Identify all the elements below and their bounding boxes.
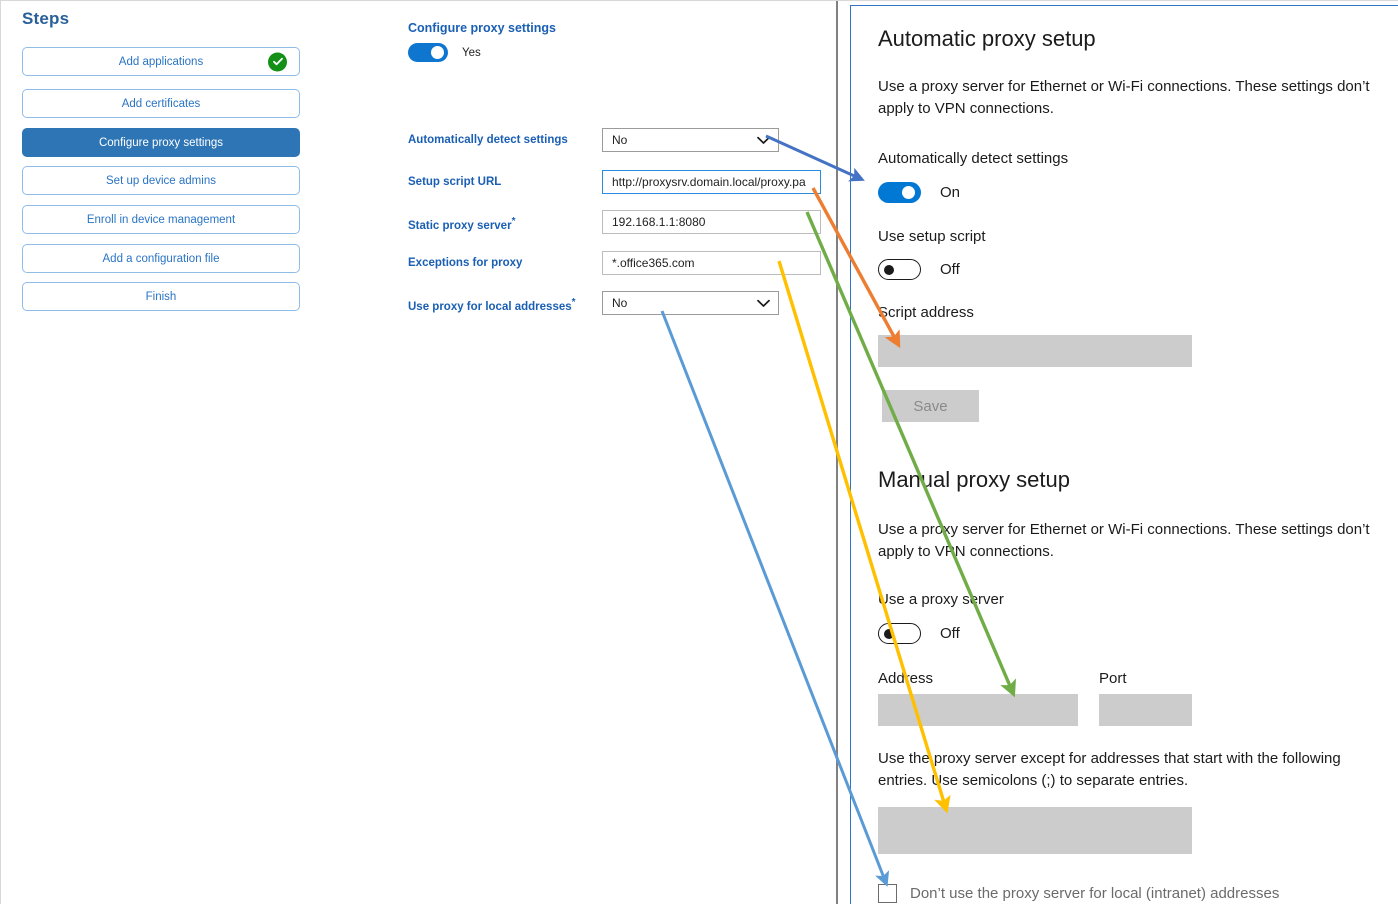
chevron-down-icon bbox=[757, 136, 770, 145]
step-label: Add certificates bbox=[121, 97, 201, 110]
automatic-proxy-setup-heading: Automatic proxy setup bbox=[878, 26, 1096, 51]
toggle-switch-off[interactable] bbox=[878, 623, 921, 644]
toggle-value-label: Yes bbox=[462, 46, 481, 59]
automatic-proxy-setup-description: Use a proxy server for Ethernet or Wi-Fi… bbox=[878, 78, 1370, 117]
step-item-add-a-configuration-file[interactable]: Add a configuration file bbox=[22, 244, 300, 273]
step-label: Set up device admins bbox=[106, 174, 216, 187]
use-a-proxy-server-toggle[interactable]: Off bbox=[878, 623, 960, 644]
input-value: http://proxysrv.domain.local/proxy.pa bbox=[612, 175, 806, 189]
input-value: 192.168.1.1:8080 bbox=[612, 215, 706, 229]
select-use-proxy-for-local-addresses[interactable]: No bbox=[602, 291, 779, 315]
use-setup-script-label: Use setup script bbox=[878, 228, 986, 245]
configure-proxy-settings-toggle[interactable]: Yes bbox=[408, 43, 481, 62]
save-button[interactable]: Save bbox=[882, 390, 979, 422]
step-item-add-applications[interactable]: Add applications bbox=[22, 47, 300, 76]
toggle-switch-off[interactable] bbox=[878, 259, 921, 280]
exceptions-input[interactable] bbox=[878, 807, 1192, 854]
step-item-add-certificates[interactable]: Add certificates bbox=[22, 89, 300, 118]
steps-panel: Steps Add applications Add certificates … bbox=[1, 1, 341, 904]
chevron-down-icon bbox=[757, 299, 770, 308]
check-circle-icon bbox=[268, 52, 287, 71]
label-exceptions-for-proxy: Exceptions for proxy bbox=[408, 257, 523, 269]
toggle-state-label: On bbox=[940, 184, 961, 201]
step-label: Enroll in device management bbox=[86, 213, 236, 226]
label-setup-script-url: Setup script URL bbox=[408, 176, 502, 188]
step-item-enroll-in-device-management[interactable]: Enroll in device management bbox=[22, 205, 300, 234]
label-use-proxy-for-local-addresses: Use proxy for local addresses* bbox=[408, 297, 576, 313]
form-title: Configure proxy settings bbox=[408, 21, 556, 35]
label-static-proxy-server: Static proxy server* bbox=[408, 216, 516, 232]
use-setup-script-toggle[interactable]: Off bbox=[878, 259, 960, 280]
step-item-finish[interactable]: Finish bbox=[22, 282, 300, 311]
toggle-state-label: Off bbox=[940, 261, 960, 278]
automatically-detect-settings-label: Automatically detect settings bbox=[878, 150, 1069, 167]
vertical-divider bbox=[836, 1, 838, 904]
local-addresses-checkbox-row[interactable]: Don’t use the proxy server for local (in… bbox=[878, 884, 1279, 903]
step-label: Add a configuration file bbox=[102, 252, 220, 265]
input-setup-script-url[interactable]: http://proxysrv.domain.local/proxy.pa bbox=[602, 170, 821, 194]
manual-proxy-setup-description: Use a proxy server for Ethernet or Wi-Fi… bbox=[878, 521, 1370, 560]
toggle-switch[interactable] bbox=[408, 43, 448, 62]
address-input[interactable] bbox=[878, 694, 1078, 726]
local-addresses-checkbox-label: Don’t use the proxy server for local (in… bbox=[910, 885, 1280, 902]
exceptions-description: Use the proxy server except for addresse… bbox=[878, 750, 1341, 789]
checkbox-unchecked-icon[interactable] bbox=[878, 884, 897, 903]
input-exceptions-for-proxy[interactable]: *.office365.com bbox=[602, 251, 821, 275]
step-label: Add applications bbox=[118, 55, 204, 68]
address-label: Address bbox=[878, 670, 934, 687]
toggle-state-label: Off bbox=[940, 625, 960, 642]
step-item-configure-proxy-settings[interactable]: Configure proxy settings bbox=[22, 128, 300, 157]
toggle-switch-on[interactable] bbox=[878, 182, 921, 203]
steps-title: Steps bbox=[22, 9, 70, 28]
use-a-proxy-server-label: Use a proxy server bbox=[878, 591, 1004, 608]
manual-proxy-setup-heading: Manual proxy setup bbox=[878, 467, 1070, 492]
required-marker: * bbox=[571, 297, 576, 308]
port-label: Port bbox=[1099, 670, 1127, 687]
port-input[interactable] bbox=[1099, 694, 1192, 726]
windows-proxy-settings-panel: Automatic proxy setup Use a proxy server… bbox=[850, 5, 1398, 904]
select-value: No bbox=[612, 133, 628, 147]
proxy-form-panel: Configure proxy settings Yes Automatical… bbox=[341, 1, 836, 904]
input-value: *.office365.com bbox=[612, 256, 695, 270]
select-automatically-detect-settings[interactable]: No bbox=[602, 128, 779, 152]
step-label: Finish bbox=[145, 290, 177, 303]
input-static-proxy-server[interactable]: 192.168.1.1:8080 bbox=[602, 210, 821, 234]
step-label: Configure proxy settings bbox=[98, 136, 223, 149]
label-automatically-detect-settings: Automatically detect settings bbox=[408, 134, 568, 146]
select-value: No bbox=[612, 296, 628, 310]
required-marker: * bbox=[511, 216, 516, 227]
script-address-label: Script address bbox=[878, 304, 974, 321]
automatically-detect-settings-toggle[interactable]: On bbox=[878, 182, 960, 203]
script-address-input[interactable] bbox=[878, 335, 1192, 367]
step-item-set-up-device-admins[interactable]: Set up device admins bbox=[22, 166, 300, 195]
